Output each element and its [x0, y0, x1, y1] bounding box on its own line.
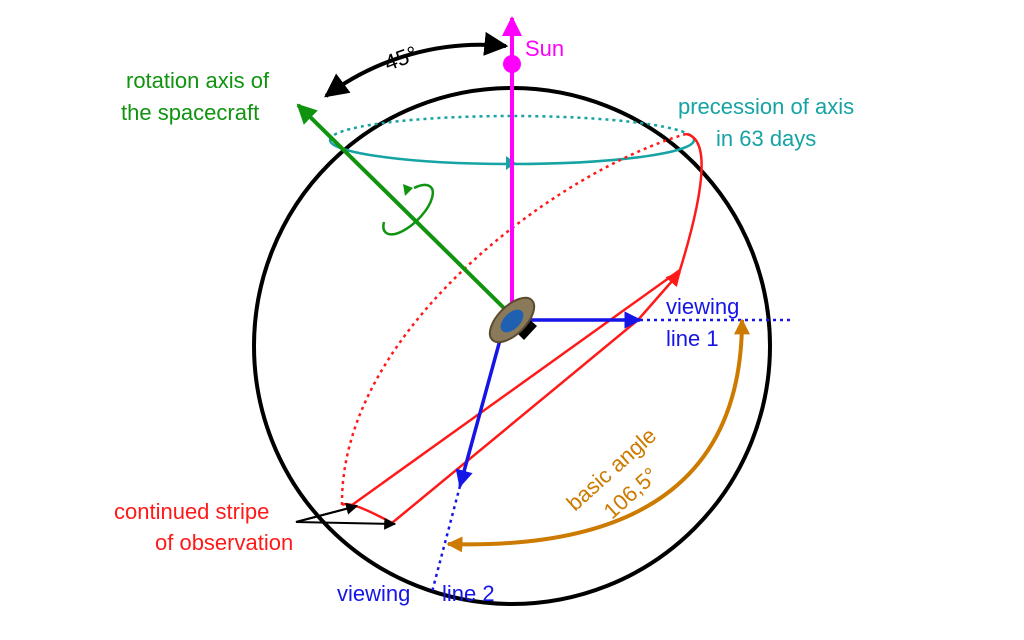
continued-stripe-pointer-upper [295, 502, 359, 523]
angle-45-arc [324, 31, 509, 98]
basic-angle-arc [446, 318, 750, 553]
rotation-axis-label-line1: rotation axis of [126, 68, 270, 93]
sun-label: Sun [525, 36, 564, 61]
viewing-line-1-label-a: viewing [666, 294, 739, 319]
scan-stripe-back [340, 132, 687, 506]
rotation-axis-label-line2: the spacecraft [121, 100, 259, 125]
spacecraft-icon [488, 296, 537, 344]
scan-stripe-front [351, 132, 703, 507]
continued-stripe-label-line2: of observation [155, 530, 293, 555]
viewing-line-2-label-b: line 2 [442, 581, 495, 606]
viewing-line-1-label-b: line 1 [666, 326, 719, 351]
viewing-line-2 [455, 339, 502, 488]
precession-label-line2: in 63 days [716, 126, 816, 151]
viewing-line-2-extension [430, 485, 462, 593]
rotation-axis [296, 103, 512, 316]
viewing-line-2-label-a: viewing [337, 581, 410, 606]
rotation-arrow-icon [382, 183, 435, 236]
angle-45-label: 45° [381, 41, 421, 76]
precession-label-line1: precession of axis [678, 94, 854, 119]
sun-dot [503, 55, 521, 73]
continued-stripe-label-line1: continued stripe [114, 499, 269, 524]
